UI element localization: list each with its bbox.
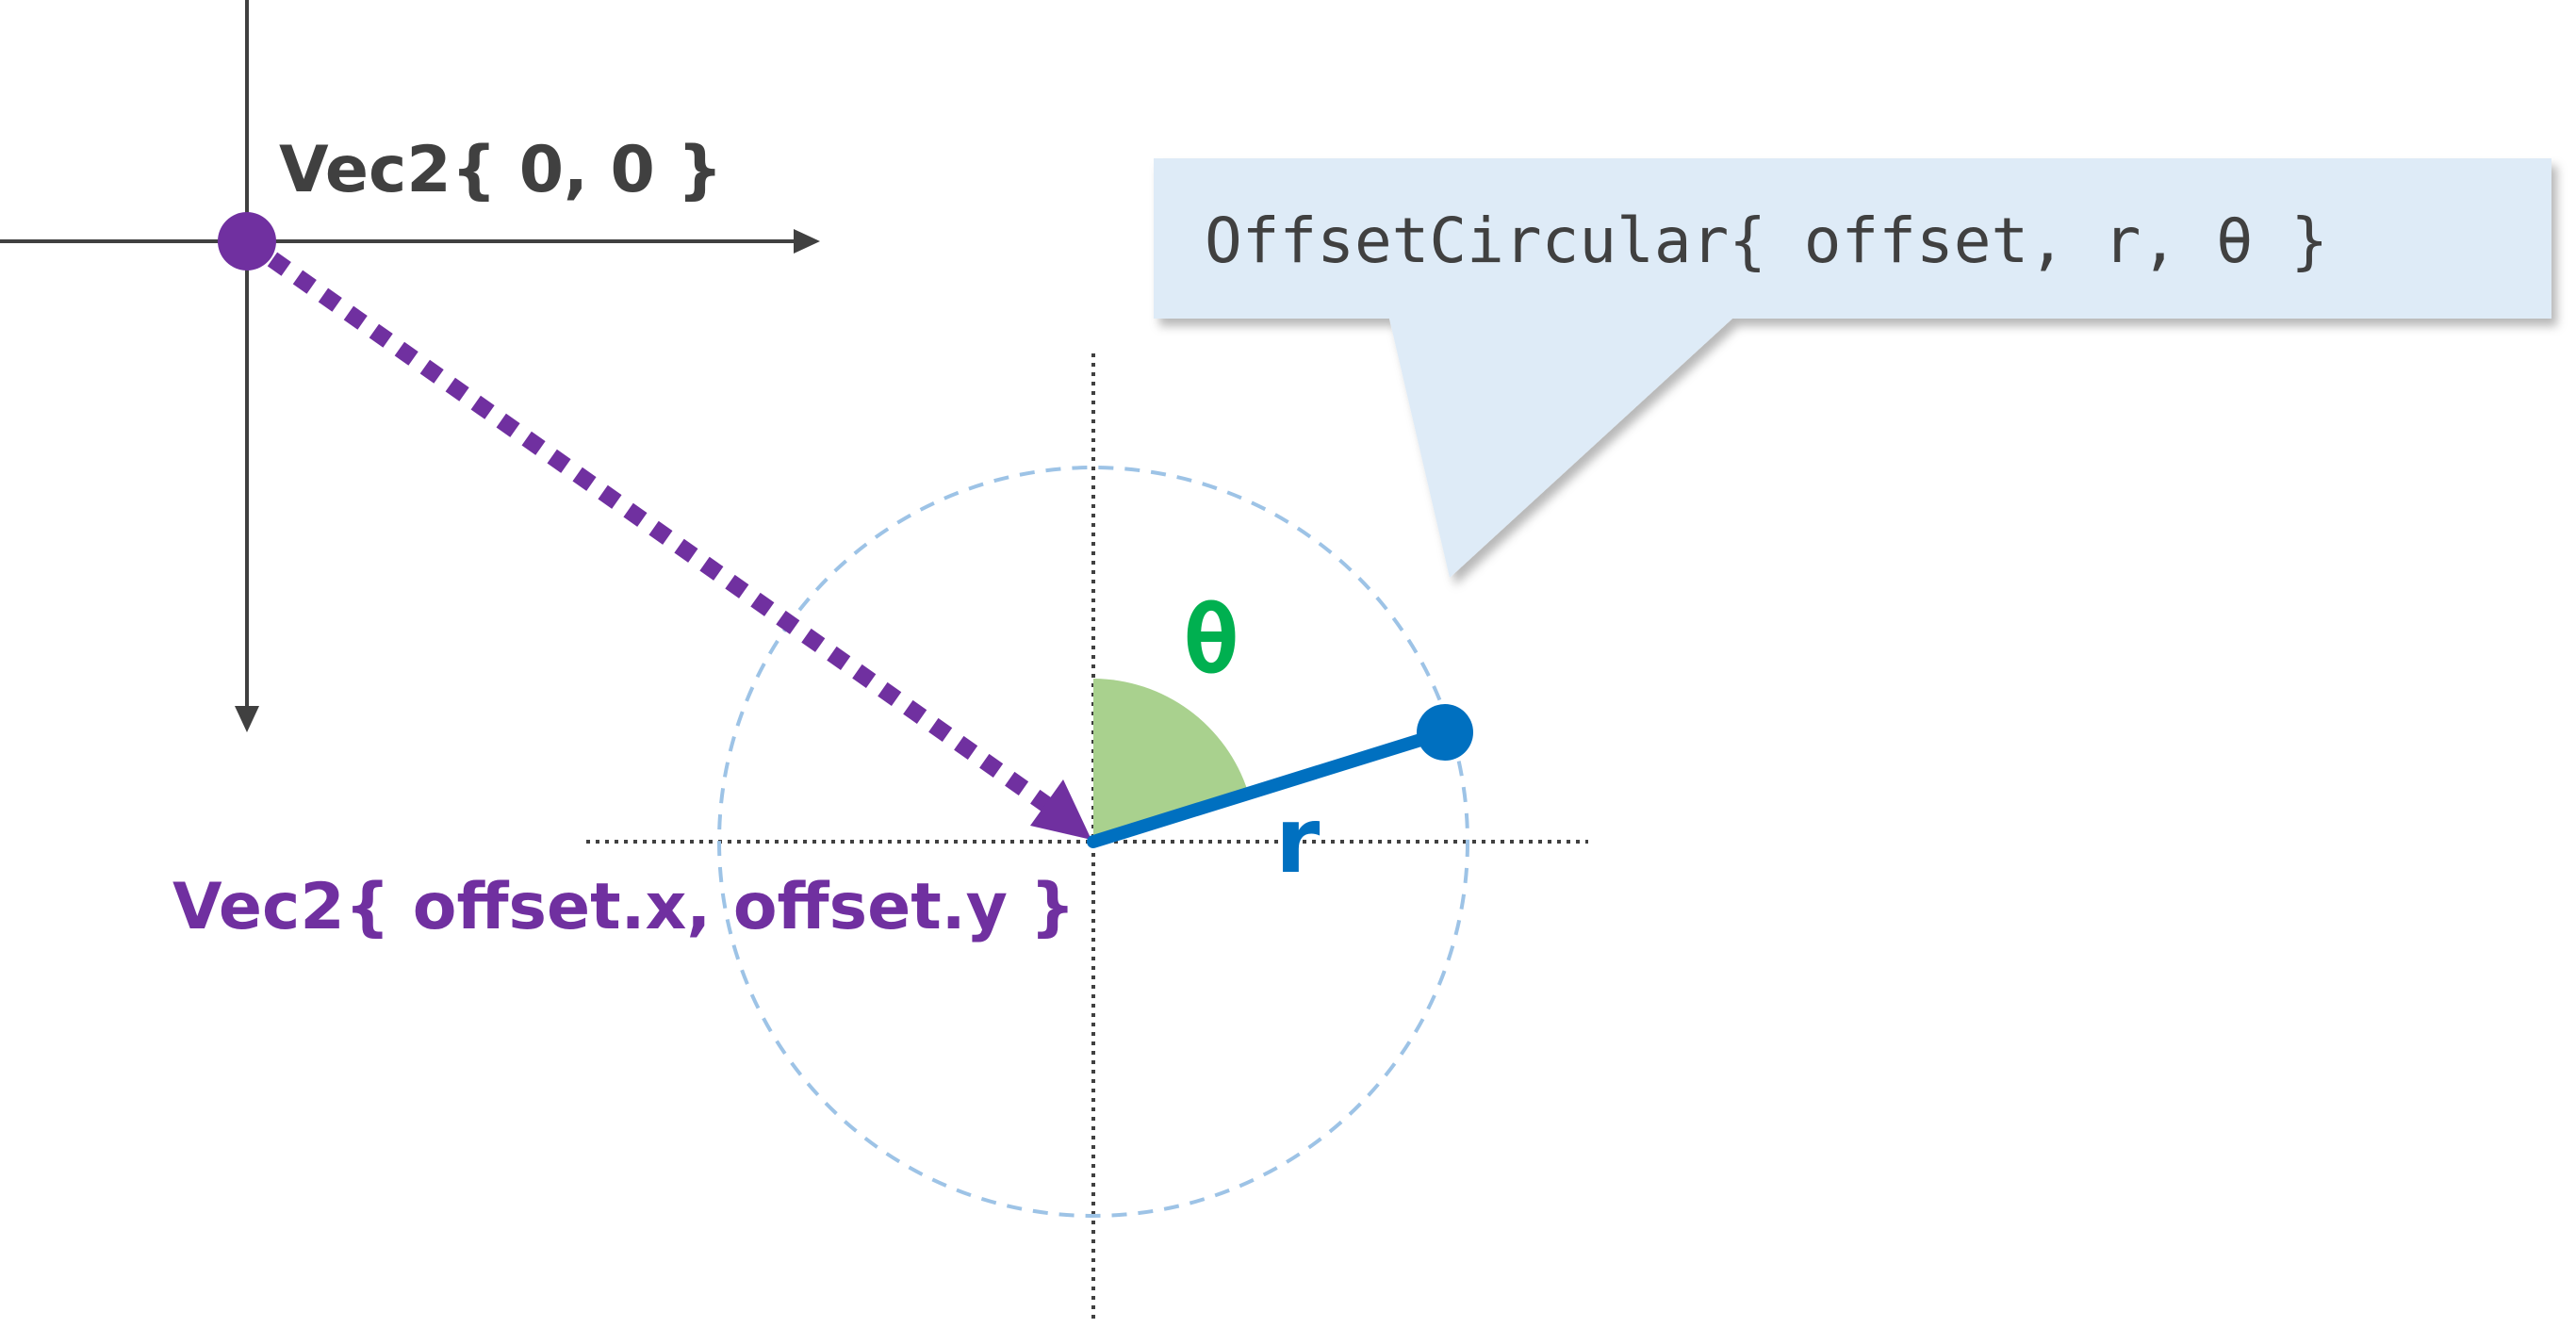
offset-vector-line [241,234,1054,813]
radius-circle [717,466,1469,1218]
radius-label: r [1275,788,1321,894]
origin-label: Vec2{ 0, 0 } [279,133,723,207]
callout: OffsetCircular{ offset, r, θ } [1154,158,2551,578]
radius-vector [1087,704,1473,848]
callout-text: OffsetCircular{ offset, r, θ } [1205,205,2328,277]
radius-line [1087,726,1452,848]
y-axis-arrowhead [235,706,259,732]
offset-vector-arrowhead [1030,779,1091,840]
offset-vector [241,234,1091,840]
origin-axes [0,0,820,732]
angle-label: θ [1183,584,1239,695]
offset-point-label: Vec2{ offset.x, offset.y } [172,870,1075,944]
callout-bubble [1154,158,2551,578]
x-axis-arrowhead [794,229,820,254]
radius-endpoint [1417,704,1473,761]
origin-point [218,212,276,271]
